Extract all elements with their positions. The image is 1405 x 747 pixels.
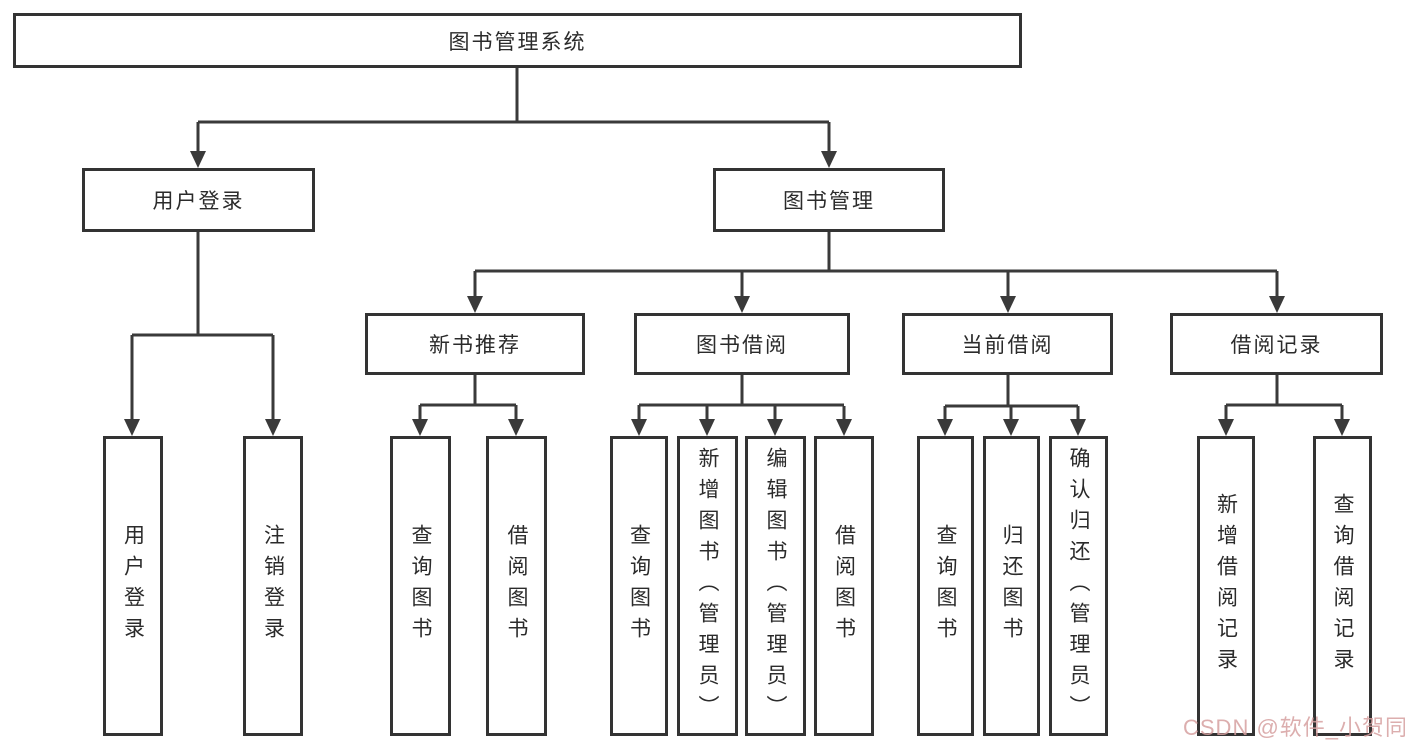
- node-borrow-books-recommend: 借阅图书: [486, 436, 547, 736]
- node-edit-book-admin-label: 编辑图书（管理员）: [764, 446, 788, 726]
- node-new-book-recommend-label: 新书推荐: [429, 334, 521, 357]
- node-query-books-current: 查询图书: [917, 436, 974, 736]
- node-add-book-admin-label: 新增图书（管理员）: [696, 446, 720, 726]
- node-confirm-return-admin-label: 确认归还（管理员）: [1067, 446, 1091, 726]
- node-user-login-leaf-label: 用户登录: [121, 524, 145, 648]
- arrowheads: [124, 151, 1350, 436]
- node-query-books-recommend: 查询图书: [390, 436, 451, 736]
- node-user-login-leaf: 用户登录: [103, 436, 163, 736]
- node-return-book-label: 归还图书: [1000, 524, 1024, 648]
- node-book-borrowing: 图书借阅: [634, 313, 850, 375]
- node-user-login-label: 用户登录: [152, 190, 245, 213]
- node-user-login: 用户登录: [82, 168, 315, 232]
- node-borrow-books-borrowing-label: 借阅图书: [832, 524, 856, 648]
- arrow-stems: [130, 122, 1344, 424]
- node-current-borrowing-label: 当前借阅: [961, 334, 1054, 357]
- node-new-book-recommend: 新书推荐: [365, 313, 585, 375]
- node-root: 图书管理系统: [13, 13, 1022, 68]
- node-add-borrow-record-label: 新增借阅记录: [1214, 493, 1238, 679]
- node-query-books-borrowing: 查询图书: [610, 436, 668, 736]
- tree-rails: [132, 66, 1342, 408]
- node-query-borrow-record: 查询借阅记录: [1313, 436, 1372, 736]
- node-borrow-records: 借阅记录: [1170, 313, 1383, 375]
- node-logout-label: 注销登录: [261, 524, 285, 648]
- node-edit-book-admin: 编辑图书（管理员）: [745, 436, 806, 736]
- node-borrow-records-label: 借阅记录: [1230, 334, 1323, 357]
- node-book-management: 图书管理: [713, 168, 945, 232]
- node-query-books-current-label: 查询图书: [934, 524, 958, 648]
- node-root-label: 图书管理系统: [448, 30, 587, 54]
- node-borrow-books-recommend-label: 借阅图书: [505, 524, 529, 648]
- node-query-books-recommend-label: 查询图书: [409, 524, 433, 648]
- node-return-book: 归还图书: [983, 436, 1040, 736]
- node-confirm-return-admin: 确认归还（管理员）: [1049, 436, 1108, 736]
- node-logout: 注销登录: [243, 436, 303, 736]
- node-query-borrow-record-label: 查询借阅记录: [1331, 493, 1355, 679]
- node-book-borrowing-label: 图书借阅: [696, 334, 788, 357]
- csdn-watermark: CSDN @软件_小贺同学: [1183, 715, 1405, 740]
- node-book-management-label: 图书管理: [783, 190, 875, 213]
- node-add-borrow-record: 新增借阅记录: [1197, 436, 1255, 736]
- node-current-borrowing: 当前借阅: [902, 313, 1113, 375]
- node-borrow-books-borrowing: 借阅图书: [814, 436, 874, 736]
- node-query-books-borrowing-label: 查询图书: [627, 524, 651, 648]
- node-add-book-admin: 新增图书（管理员）: [677, 436, 738, 736]
